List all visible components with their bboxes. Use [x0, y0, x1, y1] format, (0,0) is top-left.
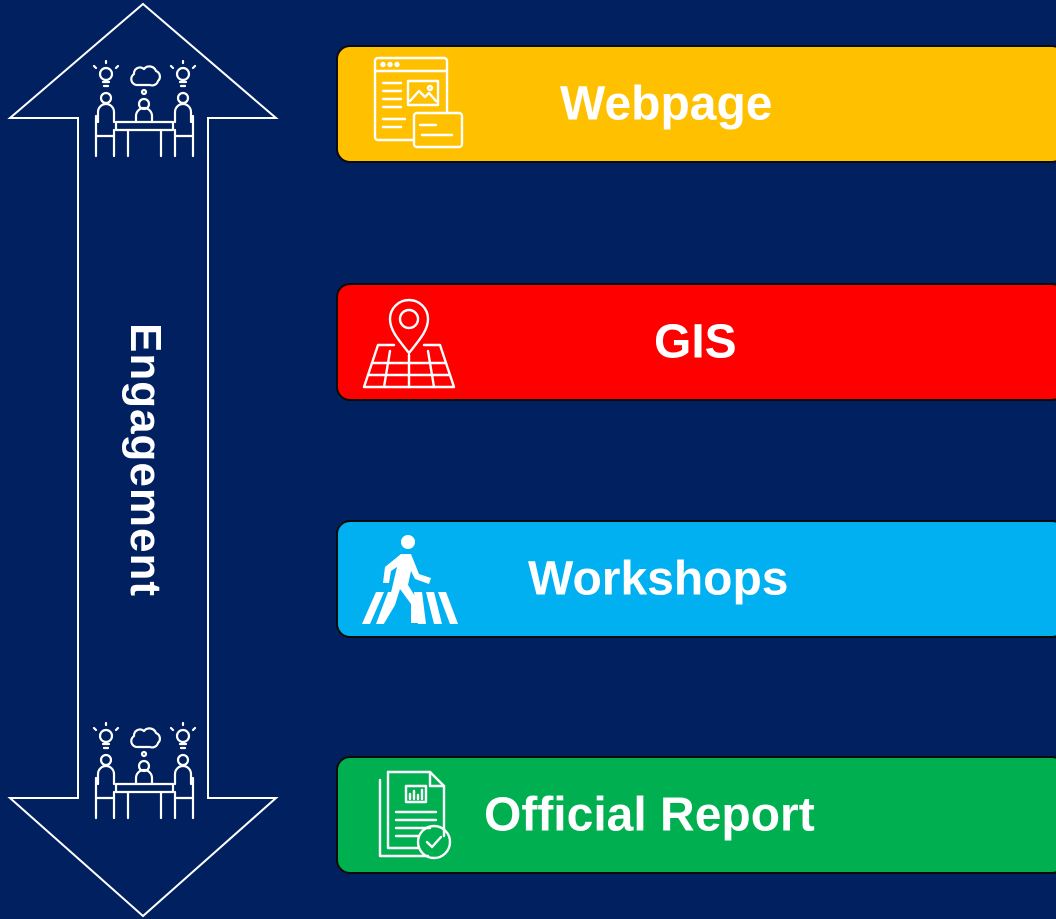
webpage-label: Webpage [560, 77, 773, 131]
engagement-label: Engagement [121, 322, 170, 598]
report-document-icon [378, 770, 452, 860]
gis-label: GIS [654, 315, 737, 369]
workshops-label: Workshops [528, 552, 789, 606]
engagement-arrow [7, 2, 279, 918]
gis-card: GIS [336, 283, 1056, 401]
meeting-people-icon [92, 60, 197, 158]
workshops-card: Workshops [336, 520, 1056, 638]
pedestrian-crossing-icon [362, 535, 458, 624]
webpage-icon [373, 56, 464, 149]
official-report-label: Official Report [484, 788, 815, 842]
webpage-card: Webpage [336, 45, 1056, 163]
meeting-people-icon [92, 722, 197, 820]
official-report-card: Official Report [336, 756, 1056, 874]
map-pin-icon [362, 298, 456, 389]
